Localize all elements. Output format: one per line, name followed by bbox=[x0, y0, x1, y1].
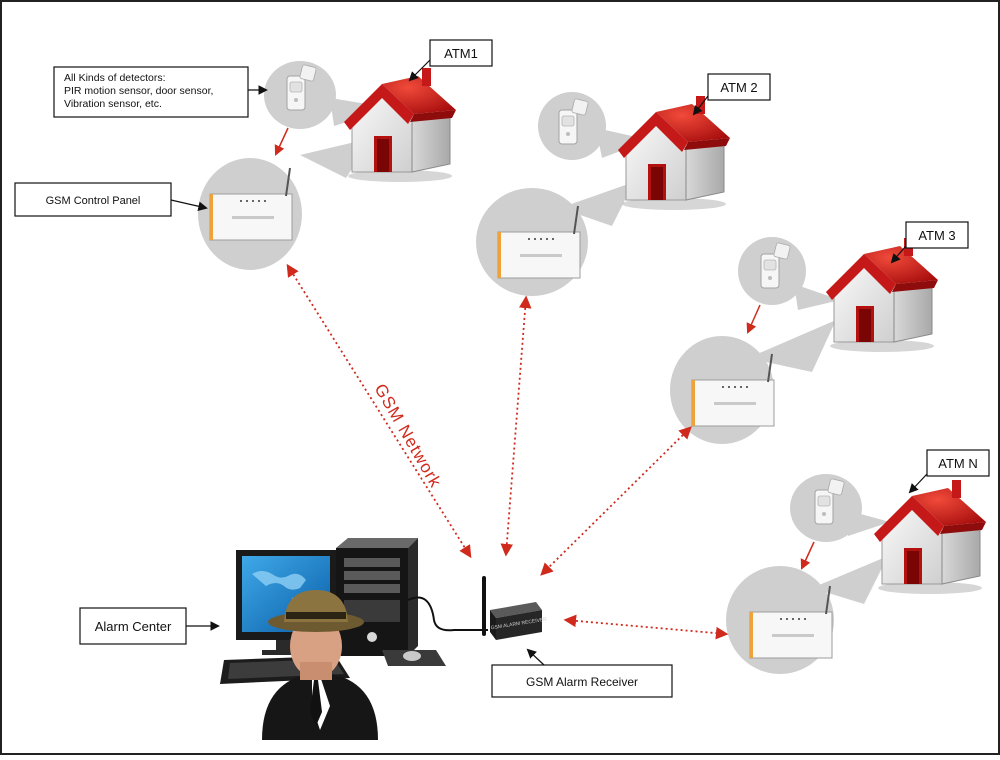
site-2-panel-callout bbox=[560, 182, 634, 226]
site-2-name: ATM 2 bbox=[720, 80, 757, 95]
link-site-2 bbox=[500, 295, 532, 557]
site-4-detector-link bbox=[800, 541, 815, 570]
gsm-alarm-receiver-device: GSM ALARM RECEIVER bbox=[482, 576, 548, 640]
site-3-house-icon bbox=[825, 237, 939, 353]
site-3-panel-callout bbox=[748, 320, 836, 372]
site-2-house-icon bbox=[617, 95, 731, 211]
control-panel-callout: GSM Control Panel bbox=[14, 182, 208, 217]
mouse bbox=[403, 651, 421, 661]
site-4-panel-callout bbox=[812, 556, 888, 604]
control-panel-label-box bbox=[14, 182, 172, 217]
site-2-label-box bbox=[707, 73, 771, 101]
receiver-label: GSM Alarm Receiver bbox=[526, 675, 638, 689]
alarm-center-label: Alarm Center bbox=[95, 619, 172, 634]
site-1-house-icon bbox=[343, 67, 457, 183]
detectors-line-3: Vibration sensor, etc. bbox=[64, 98, 162, 110]
site-4-group bbox=[726, 474, 987, 674]
link-site-3 bbox=[540, 426, 692, 576]
detectors-label-box bbox=[53, 66, 249, 118]
alarm-center-callout: Alarm Center bbox=[79, 607, 220, 645]
site-3-label: ATM 3 bbox=[890, 221, 969, 264]
site-3-group bbox=[670, 237, 939, 444]
alarm-center-illustration bbox=[220, 538, 488, 740]
site-4-name: ATM N bbox=[938, 456, 977, 471]
site-4-label: ATM N bbox=[908, 449, 990, 494]
site-2-sensor-callout bbox=[596, 128, 650, 158]
site-4-label-box bbox=[926, 449, 990, 477]
site-3-detector-link bbox=[746, 304, 761, 334]
receiver-label-box bbox=[491, 664, 673, 698]
gsm-network-links bbox=[286, 263, 729, 640]
usb-cable bbox=[407, 596, 488, 632]
site-2-group bbox=[476, 92, 731, 296]
detectors-line-2: PIR motion sensor, door sensor, bbox=[64, 85, 213, 97]
alarm-center-label-box bbox=[79, 607, 187, 645]
site-3-name: ATM 3 bbox=[918, 228, 955, 243]
site-3-sensor-callout bbox=[794, 284, 840, 310]
site-1-label-box bbox=[429, 39, 493, 67]
site-2-label: ATM 2 bbox=[692, 73, 771, 116]
site-1-label: ATM1 bbox=[408, 39, 493, 82]
site-4-house-icon bbox=[873, 479, 987, 595]
site-1-detector-link bbox=[274, 127, 289, 156]
link-site-4 bbox=[563, 614, 729, 640]
site-1-group bbox=[198, 61, 457, 270]
link-site-1 bbox=[286, 263, 472, 559]
operator-person bbox=[262, 590, 378, 740]
control-panel-label: GSM Control Panel bbox=[46, 195, 141, 207]
site-1-name: ATM1 bbox=[444, 46, 478, 61]
detectors-line-1: All Kinds of detectors: bbox=[64, 72, 166, 84]
receiver-callout: GSM Alarm Receiver bbox=[491, 648, 673, 698]
gsm-network-label: GSM Network bbox=[371, 381, 446, 492]
detectors-callout: All Kinds of detectors: PIR motion senso… bbox=[53, 66, 268, 118]
site-3-label-box bbox=[905, 221, 969, 249]
